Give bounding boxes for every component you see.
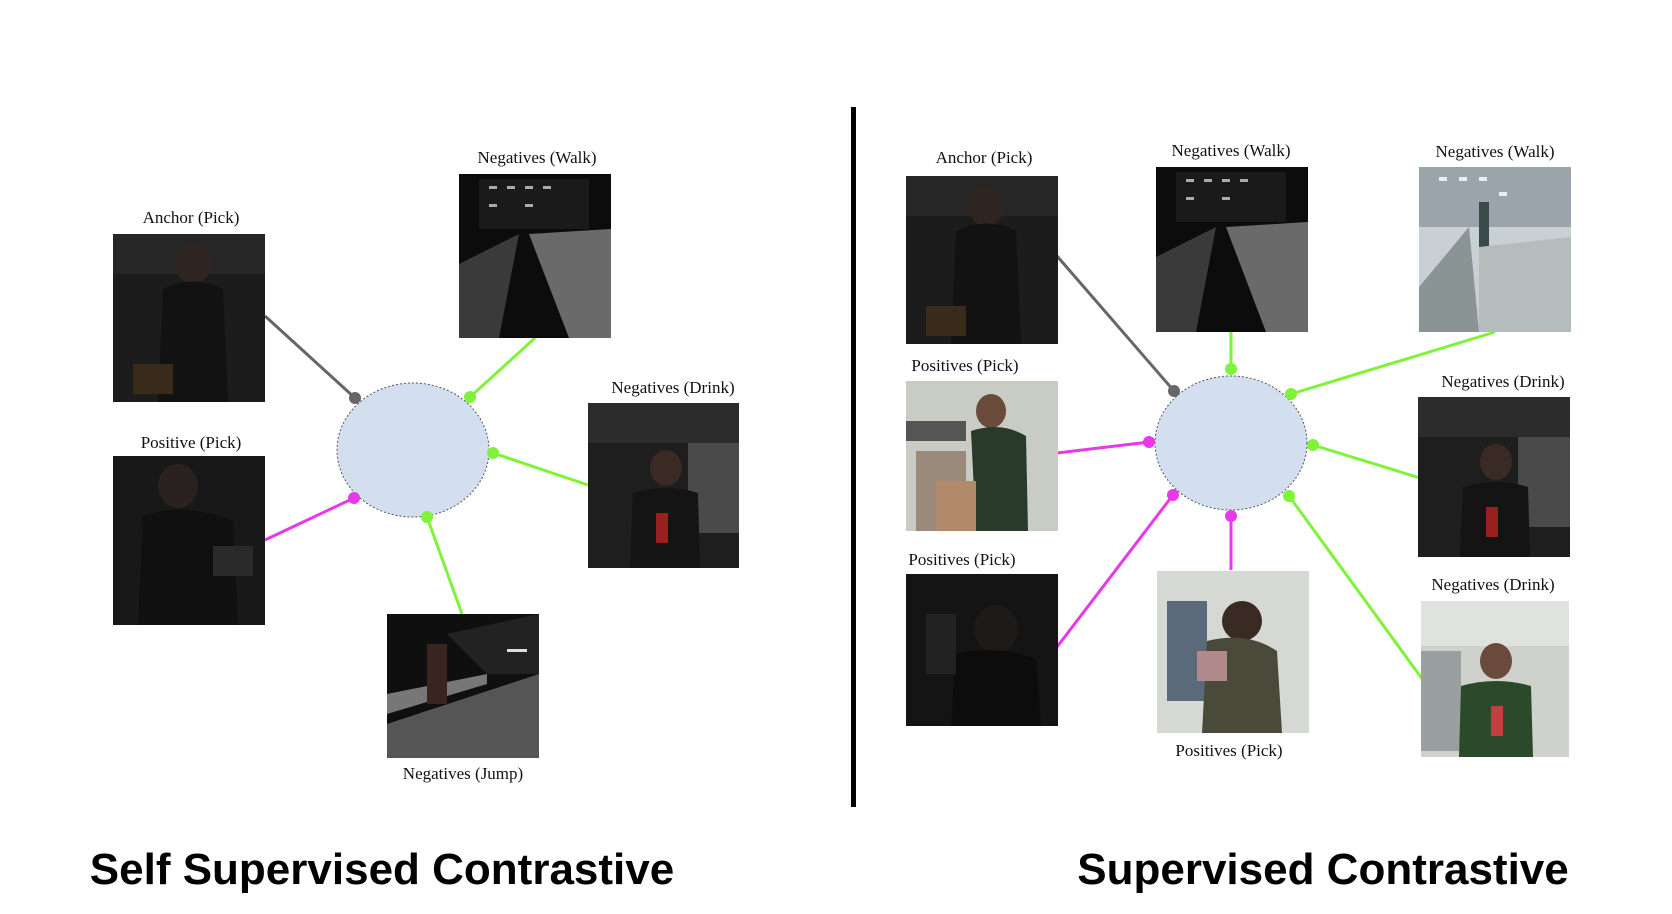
left-neg-jump-link	[425, 516, 464, 615]
left-neg-drink-image	[588, 403, 739, 568]
right-neg-drink1-label: Negatives (Drink)	[1441, 372, 1565, 391]
right-pos1-link	[1056, 440, 1150, 455]
right-anchor-link	[1055, 255, 1176, 392]
right-neg-walk2-label: Negatives (Walk)	[1435, 142, 1555, 161]
left-positive-dot	[348, 492, 360, 504]
right-neg-drink1-dot	[1307, 439, 1319, 451]
right-neg-walk1-dot	[1225, 363, 1237, 375]
left-positive-label: Positive (Pick)	[140, 433, 242, 452]
left-neg-walk-label: Negatives (Walk)	[477, 148, 597, 167]
left-positive-image	[113, 456, 265, 625]
left-neg-jump-label: Negatives (Jump)	[402, 764, 524, 783]
left-neg-walk-image	[459, 174, 611, 338]
right-caption: Supervised Contrastive	[1077, 845, 1569, 894]
left-positive-link	[264, 496, 355, 542]
left-neg-jump-dot	[421, 511, 433, 523]
right-neg-drink1-link	[1312, 443, 1421, 480]
right-neg-walk2-link	[1290, 330, 1496, 396]
right-pos1-label: Positives (Pick)	[911, 356, 1019, 375]
right-neg-drink1-image	[1418, 397, 1570, 557]
right-anchor-dot	[1168, 385, 1180, 397]
right-neg-drink2-link	[1287, 495, 1425, 681]
left-anchor-label: Anchor (Pick)	[142, 208, 240, 227]
left-neg-drink-link	[492, 451, 589, 487]
left-anchor-dot	[349, 392, 361, 404]
right-neg-walk2-dot	[1285, 388, 1297, 400]
right-pos2-label: Positives (Pick)	[908, 550, 1016, 569]
right-pos3-label: Positives (Pick)	[1175, 741, 1283, 760]
section-divider	[851, 107, 856, 807]
right-neg-walk2-image	[1419, 167, 1571, 332]
left-caption: Self Supervised Contrastive	[89, 845, 675, 894]
left-neg-walk-dot	[464, 391, 476, 403]
right-pos2-dot	[1167, 489, 1179, 501]
left-anchor-image	[113, 234, 265, 402]
right-pos1-dot	[1143, 436, 1155, 448]
left-anchor-link	[263, 314, 357, 400]
right-pos3-dot	[1225, 510, 1237, 522]
left-neg-walk-link	[468, 336, 537, 399]
right-neg-drink2-label: Negatives (Drink)	[1431, 575, 1555, 594]
right-neg-drink2-image	[1421, 601, 1569, 757]
right-embedding-circle	[1154, 375, 1308, 511]
right-anchor-label: Anchor (Pick)	[935, 148, 1033, 167]
left-neg-drink-label: Negatives (Drink)	[611, 378, 735, 397]
right-pos2-image	[906, 574, 1058, 726]
left-neg-drink-dot	[487, 447, 499, 459]
right-pos1-image	[906, 381, 1058, 531]
right-pos2-link	[1055, 494, 1175, 648]
right-anchor-image	[906, 176, 1058, 344]
right-neg-walk1-image	[1156, 167, 1308, 332]
right-neg-walk1-label: Negatives (Walk)	[1171, 141, 1291, 160]
right-neg-drink2-dot	[1283, 490, 1295, 502]
right-pos3-image	[1157, 571, 1309, 733]
left-neg-jump-image	[387, 614, 539, 758]
